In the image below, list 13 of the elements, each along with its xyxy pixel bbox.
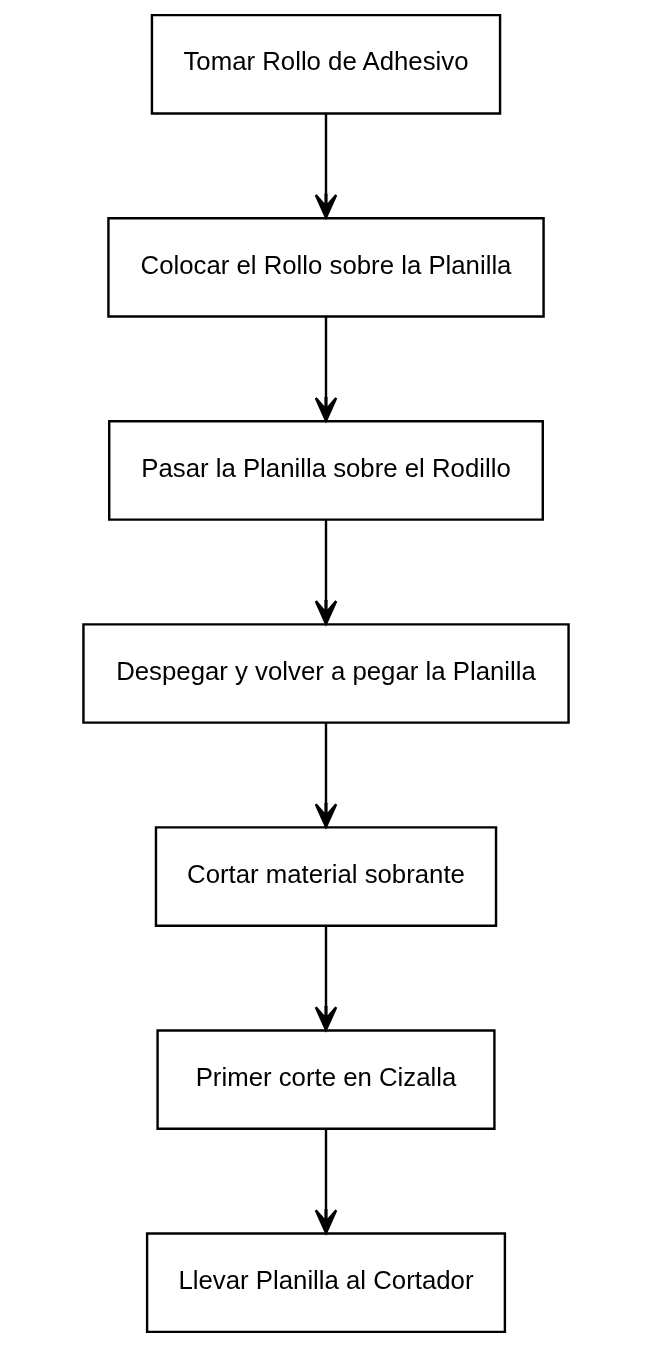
arrow	[314, 723, 338, 828]
node-box: Cortar material sobrante	[154, 826, 498, 927]
node-box: Despegar y volver a pegar la Planilla	[82, 623, 570, 724]
arrow	[314, 113, 338, 219]
arrow	[314, 519, 338, 625]
node-box: Tomar Rollo de Adhesivo	[150, 13, 502, 115]
arrow	[314, 1129, 338, 1235]
node-box: Pasar la Planilla sobre el Rodillo	[108, 420, 544, 521]
node-box: Colocar el Rollo sobre la Planilla	[107, 217, 545, 318]
node-box: Llevar Planilla al Cortador	[145, 1232, 507, 1334]
arrow	[314, 316, 338, 422]
arrow	[314, 926, 338, 1032]
node-box: Primer corte en Cizalla	[156, 1029, 496, 1130]
